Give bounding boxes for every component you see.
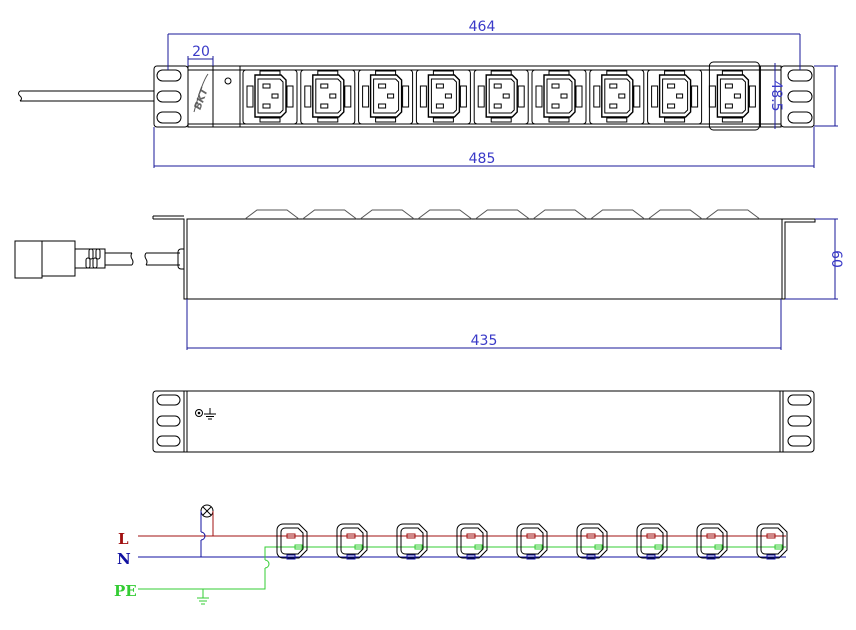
outlet-c13 (242, 69, 298, 125)
mount-slot (787, 394, 812, 406)
indicator-lamp-symbol (200, 504, 214, 557)
mount-slot (156, 394, 181, 406)
earth-label: PE (114, 582, 137, 600)
outlet-c13 (589, 69, 645, 125)
schematic-outlet-c13 (636, 523, 668, 560)
dimension-logo-panel-width: 20 (187, 44, 214, 66)
outlet-bump (302, 209, 357, 220)
dimension-front-height (774, 63, 838, 129)
mount-slot (787, 435, 812, 447)
input-plug (14, 240, 184, 279)
outlet-bump (417, 209, 473, 220)
schematic-outlet-c13 (456, 523, 488, 560)
outlet-bump (475, 209, 530, 220)
dimension-label-height: 48.5 (768, 80, 784, 111)
wiring-schematic: L N PE (114, 504, 788, 605)
schematic-outlet-c13 (756, 523, 788, 560)
outlet-bump (359, 209, 415, 220)
dimension-mount-hole-span: 464 (167, 19, 801, 70)
side-body (186, 218, 783, 300)
mount-slot (156, 111, 182, 124)
mount-slot (156, 435, 181, 447)
dimension-label: 20 (192, 44, 210, 60)
dimension-overall-width: 485 (153, 127, 815, 168)
dimension-depth (785, 218, 838, 300)
schematic-outlet-c13 (396, 523, 428, 560)
outlet-bump (647, 209, 703, 220)
live-label: L (118, 530, 129, 548)
dimension-label-depth: 60 (828, 250, 844, 268)
logo-panel: BKT (193, 66, 214, 127)
earth-wire (138, 568, 266, 590)
right-bracket (781, 218, 816, 300)
power-indicator-lamp (224, 77, 232, 85)
neutral-label: N (117, 550, 131, 568)
outlet-c13 (531, 69, 587, 125)
schematic-outlets (276, 523, 788, 560)
outlet-c13 (358, 69, 414, 125)
mount-slot (156, 69, 182, 82)
side-view: 435 60 (14, 209, 844, 350)
outlet-c13 (300, 69, 356, 125)
schematic-outlet-c13 (336, 523, 368, 560)
rear-view (152, 390, 815, 453)
mount-slot (787, 111, 813, 124)
front-view: BKT 464 20 485 (18, 19, 838, 168)
dimension-label: 485 (469, 151, 496, 167)
schematic-outlet-c13 (696, 523, 728, 560)
ground-terminal-icon (195, 408, 216, 420)
mount-slot (156, 415, 181, 427)
mount-slot (787, 415, 812, 427)
outlet-bump (590, 209, 645, 220)
dimension-label: 464 (469, 19, 496, 35)
mount-slot (787, 90, 813, 103)
left-bracket (153, 218, 187, 300)
front-panel (187, 65, 782, 128)
schematic-outlet-c13 (276, 523, 308, 560)
outlet-c13 (415, 69, 471, 125)
outlet-bump (244, 209, 300, 220)
outlet-c13 (647, 69, 703, 125)
dimension-body-length: 435 (186, 299, 782, 350)
mount-slot (156, 90, 182, 103)
mount-slot (787, 69, 813, 82)
outlet-bump (532, 209, 588, 220)
front-outlets (242, 61, 761, 131)
earth-ground-symbol (197, 589, 209, 605)
dimension-label: 435 (471, 333, 498, 349)
right-mounting-ear (780, 65, 815, 128)
outlet-c13 (473, 69, 529, 125)
power-cable (18, 90, 154, 102)
outlet-c13 (708, 61, 761, 131)
outlet-profile-bumps (244, 209, 761, 220)
outlet-bump (705, 209, 761, 220)
schematic-outlet-c13 (516, 523, 548, 560)
schematic-outlet-c13 (576, 523, 608, 560)
left-mounting-ear (153, 65, 189, 128)
